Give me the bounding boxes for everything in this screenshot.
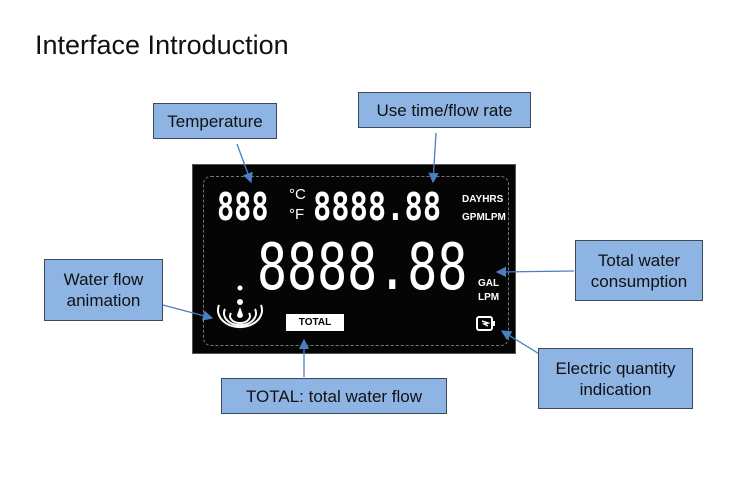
electric-arrow (500, 330, 542, 356)
temperature-arrow (236, 143, 253, 184)
fahrenheit-unit: °F (289, 206, 305, 223)
lcd-inner-border (203, 176, 509, 346)
temperature-digits: 888 (217, 185, 269, 229)
total-water-callout: Total water consumption (575, 240, 703, 301)
celsius-unit: °C (289, 186, 306, 203)
lpm-label: LPM (478, 292, 500, 303)
page-title: Interface Introduction (35, 30, 289, 60)
electric-callout: Electric quantity indication (538, 348, 693, 409)
total-flow-callout: TOTAL: total water flow (221, 378, 447, 414)
use-time-arrow (428, 132, 439, 184)
total-label: TOTAL (286, 314, 344, 331)
battery-icon (476, 316, 495, 331)
total-consumption-digits: 8888.88 (257, 231, 468, 305)
gal-label: GAL (478, 278, 500, 289)
dayhrs-label: DAYHRS (462, 194, 504, 205)
total-water-arrow (495, 266, 575, 278)
water-flow-arrow (162, 304, 214, 321)
lcd-display: 888 °C °F 8888.88 DAYHRS GPMLPM 8888.88 … (192, 164, 516, 354)
gpmlpm-label: GPMLPM (462, 212, 506, 223)
water-flow-icon (217, 285, 263, 329)
time-flow-digits: 8888.88 (313, 185, 442, 229)
use-time-callout: Use time/flow rate (358, 92, 531, 128)
water-flow-callout: Water flow animation (44, 259, 163, 321)
temperature-callout: Temperature (153, 103, 277, 139)
